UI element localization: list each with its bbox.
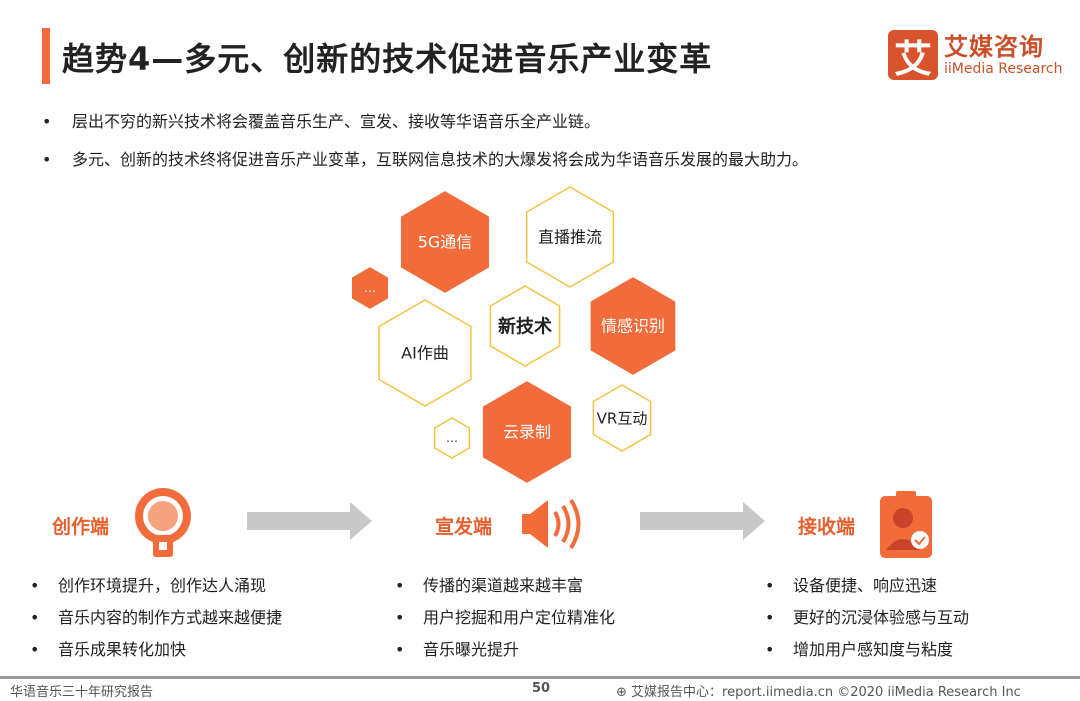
- footer-divider: [0, 676, 1080, 679]
- stage-list-item: •传播的渠道越来越丰富: [395, 576, 584, 595]
- stage-list-item: •创作环境提升，创作达人涌现: [30, 576, 267, 595]
- logo-mark: 艾: [888, 30, 938, 81]
- hex-label-h5g: 5G通信: [418, 233, 473, 252]
- hex-h5g: [400, 191, 490, 293]
- hex-more2: [433, 417, 471, 459]
- footer-source: ⊕ 艾媒报告中心：report.iimedia.cn ©2020 iiMedia…: [616, 685, 1021, 700]
- page-number: 50: [532, 681, 551, 696]
- hex-more1: [351, 267, 389, 309]
- stage-label-creation: 创作端: [52, 516, 110, 538]
- hex-cloud: [482, 381, 572, 483]
- page-title: 趋势4—多元、创新的技术促进音乐产业变革: [62, 40, 713, 78]
- stage-list-item: •音乐曝光提升: [395, 640, 520, 659]
- hex-label-more1: …: [364, 281, 376, 295]
- hex-label-vr: VR互动: [597, 409, 648, 427]
- title-accent-bar: [42, 28, 50, 84]
- bullet-2: •多元、创新的技术终将促进音乐产业变革，互联网信息技术的大爆发将会成为华语音乐发…: [42, 150, 809, 169]
- creator-icon: [135, 488, 191, 557]
- hex-label-more2: …: [446, 431, 458, 445]
- hex-label-cloud: 云录制: [503, 423, 551, 442]
- hex-emotion: [590, 277, 676, 375]
- hex-vr: [592, 384, 652, 452]
- logo-en: iiMedia Research: [944, 61, 1063, 77]
- hex-label-emotion: 情感识别: [601, 317, 665, 336]
- stage-list-item: •设备便捷、响应迅速: [765, 576, 938, 595]
- hex-center: [489, 285, 561, 367]
- stage-label-promotion: 宣发端: [435, 516, 493, 538]
- hex-label-ai: AI作曲: [401, 344, 449, 363]
- speaker-icon: [522, 498, 581, 550]
- logo-cn: 艾媒咨询: [944, 33, 1044, 61]
- globe-icon: ⊕: [616, 685, 632, 700]
- stage-list-item: •音乐成果转化加快: [30, 640, 187, 659]
- stage-list-item: •增加用户感知度与粘度: [765, 640, 954, 659]
- footer-report-title: 华语音乐三十年研究报告: [10, 685, 154, 700]
- hex-label-center: 新技术: [498, 315, 552, 337]
- stage-label-reception: 接收端: [798, 516, 856, 538]
- hex-ai: [378, 299, 472, 407]
- hex-label-live: 直播推流: [538, 228, 602, 247]
- stage-list-item: •更好的沉浸体验感与互动: [765, 608, 970, 627]
- bullet-1: •层出不穷的新兴技术将会覆盖音乐生产、宣发、接收等华语音乐全产业链。: [42, 112, 601, 131]
- stage-list-item: •用户挖掘和用户定位精准化: [395, 608, 616, 627]
- hex-live: [525, 186, 615, 288]
- arrow-right-icon: [640, 502, 765, 540]
- user-badge-icon: [880, 491, 932, 558]
- arrow-right-icon: [247, 502, 372, 540]
- stage-list-item: •音乐内容的制作方式越来越便捷: [30, 608, 283, 627]
